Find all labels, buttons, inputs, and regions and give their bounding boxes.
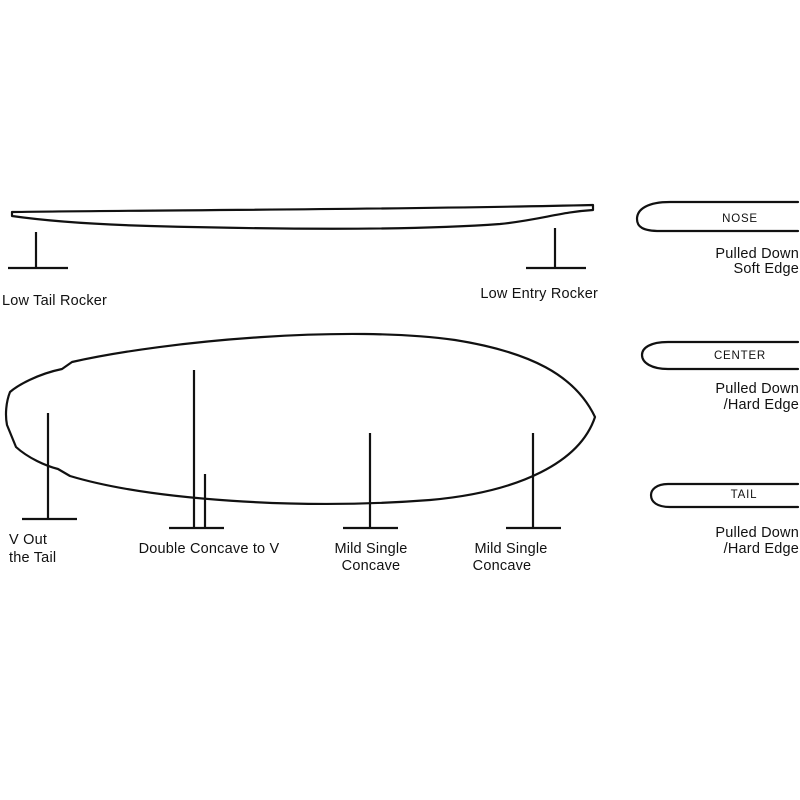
front-concave-label-line1: Mild Single bbox=[474, 541, 547, 557]
rail-nose-line2: Soft Edge bbox=[734, 261, 800, 277]
mid-concave-label-line1: Mild Single bbox=[334, 541, 407, 557]
rail-center: CENTER Pulled Down /Hard Edge bbox=[640, 340, 800, 413]
rail-nose-profile bbox=[635, 200, 800, 233]
entry-rocker-label: Low Entry Rocker bbox=[480, 286, 598, 302]
bottom-outline-view: V Out the Tail Double Concave to V Mild … bbox=[4, 332, 597, 574]
rail-center-tag: CENTER bbox=[714, 350, 766, 362]
front-concave-label-line2: Concave bbox=[473, 558, 532, 574]
v-out-label-line2: the Tail bbox=[9, 550, 56, 566]
rail-nose-tag: NOSE bbox=[722, 213, 758, 225]
board-side-profile bbox=[10, 203, 595, 230]
rail-center-profile bbox=[640, 340, 800, 371]
rail-center-line1: Pulled Down bbox=[715, 381, 799, 397]
rail-tail-profile bbox=[649, 482, 800, 509]
rail-tail-tag: TAIL bbox=[731, 489, 758, 501]
rocker-profile: Low Tail Rocker Low Entry Rocker bbox=[2, 203, 598, 309]
rail-tail: TAIL Pulled Down /Hard Edge bbox=[649, 482, 800, 557]
rail-center-line2: /Hard Edge bbox=[724, 397, 799, 413]
mid-concave-label-line2: Concave bbox=[342, 558, 401, 574]
rail-nose: NOSE Pulled Down Soft Edge bbox=[635, 200, 800, 277]
double-concave-label: Double Concave to V bbox=[139, 541, 280, 557]
tail-rocker-label: Low Tail Rocker bbox=[2, 293, 107, 309]
rail-tail-line1: Pulled Down bbox=[715, 525, 799, 541]
rail-tail-line2: /Hard Edge bbox=[724, 541, 799, 557]
board-outline bbox=[4, 332, 597, 505]
rail-nose-line1: Pulled Down bbox=[715, 246, 799, 262]
v-out-label-line1: V Out bbox=[9, 532, 47, 548]
